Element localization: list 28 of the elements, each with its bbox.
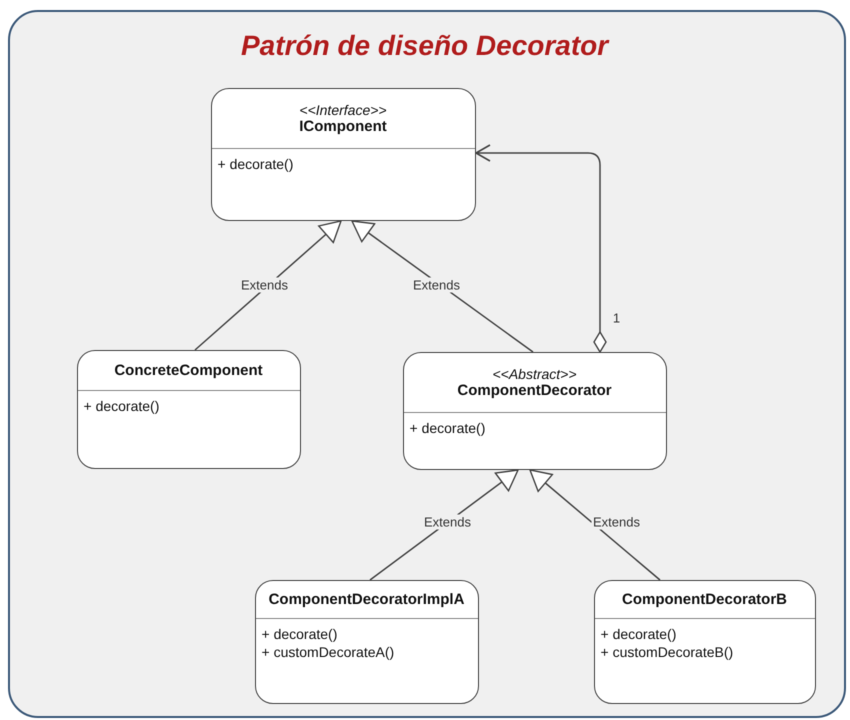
edge-label: Extends xyxy=(591,514,642,529)
edge-label: Extends xyxy=(422,514,473,529)
generalization-arrow xyxy=(350,220,533,352)
class-name: ComponentDecorator xyxy=(457,382,612,398)
method-text: + decorate() xyxy=(410,418,486,436)
class-name: ComponentDecoratorImplA xyxy=(268,590,464,608)
class-name: ComponentDecoratorB xyxy=(622,590,787,608)
stereotype-label: <<Interface>> xyxy=(299,102,387,118)
uml-class-box xyxy=(594,580,816,704)
method-text: + decorate() xyxy=(600,624,678,642)
edge-label: Extends xyxy=(411,277,462,292)
method-text: + customDecorateA() xyxy=(262,642,396,660)
diagram-title: Patrón de diseño Decorator xyxy=(241,30,608,62)
method-text: + decorate() xyxy=(262,624,338,642)
uml-class-box xyxy=(210,88,476,220)
generalization-arrow xyxy=(194,220,342,350)
uml-class-box xyxy=(254,580,478,704)
class-name: ConcreteComponent xyxy=(114,362,263,378)
aggregation-arrow xyxy=(474,144,606,352)
method-text: + customDecorateB() xyxy=(600,642,734,660)
stereotype-label: <<Abstract>> xyxy=(492,366,577,382)
method-text: + decorate() xyxy=(218,154,294,172)
generalization-arrow xyxy=(528,468,660,580)
uml-class-box xyxy=(76,350,300,468)
class-name: IComponent xyxy=(299,118,387,134)
method-text: + decorate() xyxy=(84,396,160,414)
edge-label: Extends xyxy=(239,277,290,292)
uml-class-box xyxy=(402,352,666,470)
